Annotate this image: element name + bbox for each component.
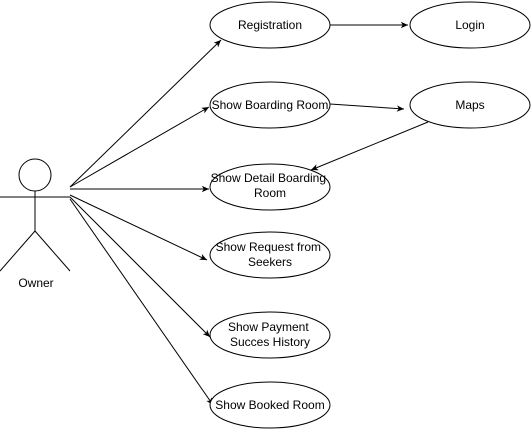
use-case-maps: Maps: [409, 81, 531, 129]
use-case-registration: Registration: [209, 1, 331, 49]
actor-owner: Owner: [0, 158, 71, 290]
edge-boarding-room-maps: [329, 103, 405, 112]
use-case-login-shape: [409, 1, 531, 49]
label-line-1: Show Payment: [228, 320, 309, 334]
use-case-show-boarding-room-label: Show Boarding Room: [212, 98, 329, 112]
use-case-login: Login: [409, 1, 531, 49]
use-case-show-request-from-seekers: Show Request from Seekers: [209, 231, 331, 279]
use-case-show-boarding-room: Show Boarding Room: [209, 81, 331, 129]
use-case-show-detail-boarding-room-shape: [209, 163, 331, 211]
label-line-1: Show Request from: [216, 240, 321, 254]
use-case-show-request-from-seekers-label: Show Request from Seekers: [216, 240, 325, 269]
use-case-show-detail-boarding-room: Show Detail Boarding Room: [209, 163, 331, 211]
use-case-show-boarding-room-shape: [209, 81, 331, 129]
edge-maps-detail-boarding-room: [310, 121, 429, 171]
use-case-login-label: Login: [455, 18, 484, 32]
label-line-2: Succes History: [230, 335, 310, 349]
use-case-registration-shape: [209, 1, 331, 49]
use-case-maps-label: Maps: [455, 98, 484, 112]
edge-owner-show-request: [69, 194, 208, 261]
edge-owner-show-boarding-room: [69, 106, 210, 188]
use-case-show-payment-success-history: Show Payment Succes History: [209, 311, 331, 359]
edge-owner-show-payment: [69, 196, 211, 338]
actor-left-leg: [0, 230, 36, 272]
use-case-registration-label: Registration: [238, 18, 302, 32]
use-case-show-detail-boarding-room-label: Show Detail Boarding Room: [211, 171, 330, 200]
use-case-show-booked-room-shape: [209, 381, 331, 429]
actor-right-leg: [34, 230, 71, 272]
use-case-maps-shape: [409, 81, 531, 129]
label-line-1: Show Detail Boarding: [211, 171, 326, 185]
edge-owner-show-booked-room: [69, 198, 214, 406]
label-line-2: Room: [254, 186, 286, 200]
actor-label: Owner: [18, 276, 53, 290]
label-line-2: Seekers: [248, 255, 292, 269]
use-case-show-booked-room: Show Booked Room: [209, 381, 331, 429]
edges: [69, 21, 429, 406]
edge-owner-registration: [69, 39, 222, 188]
use-case-show-request-from-seekers-shape: [209, 231, 331, 279]
use-case-show-booked-room-label: Show Booked Room: [215, 398, 324, 412]
use-case-show-payment-success-history-shape: [209, 311, 331, 359]
actor-head: [18, 158, 52, 192]
use-case-show-payment-success-history-label: Show Payment Succes History: [228, 320, 312, 349]
